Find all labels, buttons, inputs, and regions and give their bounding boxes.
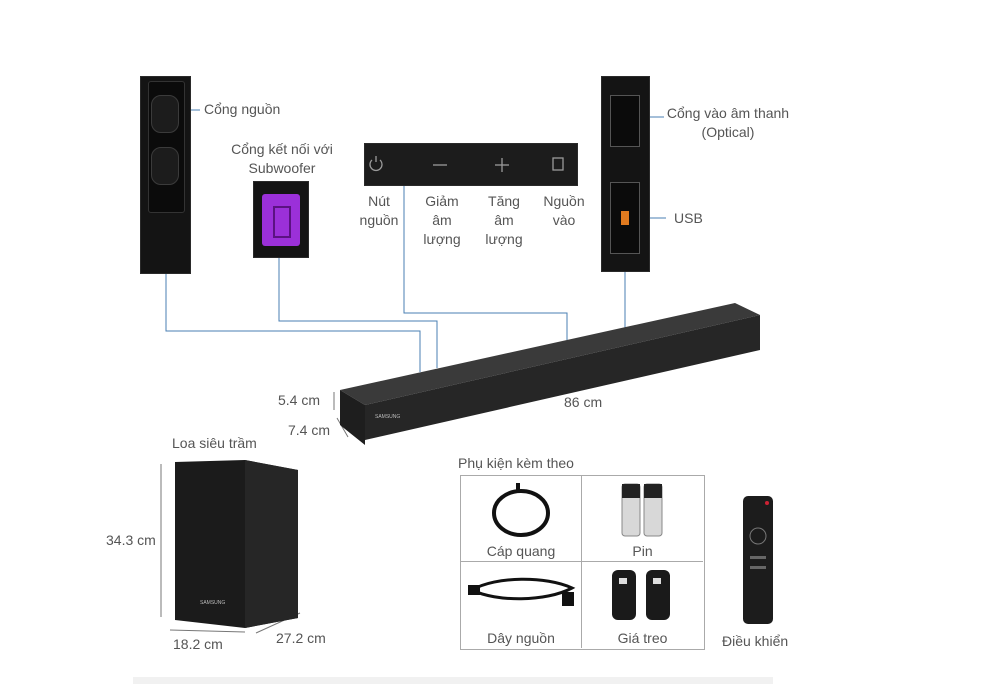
subwoofer-port-panel xyxy=(253,181,309,258)
accessory-power-cord: Dây nguồn xyxy=(461,562,582,648)
soundbar: SAMSUNG xyxy=(340,303,760,445)
purple-port xyxy=(262,194,300,246)
usb-label: USB xyxy=(674,210,703,226)
sub-width-dimension: 18.2 cm xyxy=(173,636,223,652)
subwoofer-title: Loa siêu trầm xyxy=(172,435,257,451)
remote-control xyxy=(743,496,773,624)
volume-down-label: Giảm âm lượng xyxy=(423,193,461,247)
control-button-strip xyxy=(364,143,578,186)
width-dimension: 86 cm xyxy=(564,394,603,410)
accessories-title: Phụ kiện kèm theo xyxy=(458,455,574,471)
depth-dimension: 7.4 cm xyxy=(288,422,331,438)
sub-height-dimension: 34.3 cm xyxy=(106,532,156,548)
battery-label: Pin xyxy=(632,543,653,559)
accessory-battery: Pin xyxy=(582,476,703,562)
footer-bar xyxy=(133,677,773,684)
optical-cable-label: Cáp quang xyxy=(486,543,556,559)
volume-up-label: Tăng âm lượng xyxy=(485,193,523,247)
power-button-label: Nút nguồn xyxy=(359,193,399,228)
source-label: Nguồn vào xyxy=(543,193,585,228)
usb-port xyxy=(621,211,629,225)
subwoofer: SAMSUNG xyxy=(175,460,298,628)
soundbar-logo: SAMSUNG xyxy=(375,414,400,420)
sub-depth-dimension: 27.2 cm xyxy=(276,630,326,646)
subwoofer-logo: SAMSUNG xyxy=(200,600,225,606)
accessories-grid: Cáp quang Pin Dây nguồn Giá treo xyxy=(460,475,705,650)
optical-usb-panel xyxy=(601,76,650,272)
power-port-label: Cổng nguồn xyxy=(204,101,281,117)
remote-label: Điều khiển xyxy=(722,633,789,649)
power-cord-label: Dây nguồn xyxy=(487,630,555,646)
subwoofer-port-label: Cổng kết nối với Subwoofer xyxy=(231,141,333,176)
wall-mount-label: Giá treo xyxy=(617,630,668,646)
power-port-panel xyxy=(140,76,191,274)
accessory-optical-cable: Cáp quang xyxy=(461,476,582,562)
optical-port-label: Cổng vào âm thanh (Optical) xyxy=(666,105,790,140)
height-dimension: 5.4 cm xyxy=(278,392,321,408)
accessory-wall-mount: Giá treo xyxy=(582,562,703,648)
